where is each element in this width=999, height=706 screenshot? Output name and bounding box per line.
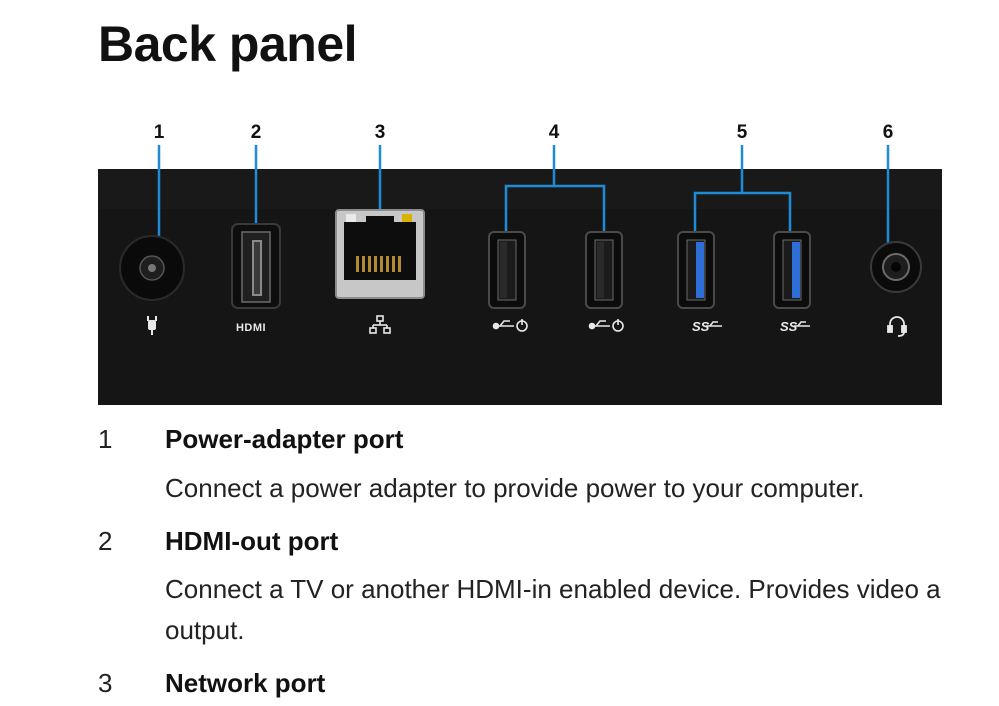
item-heading-hdmi-out-port: HDMI-out port — [165, 526, 339, 556]
callout-line-4b — [554, 184, 606, 232]
usb-symbol-icon — [794, 321, 810, 327]
headset-port — [870, 241, 922, 293]
usb-superspeed-icon: SS — [692, 319, 710, 334]
callout-number-4: 4 — [549, 122, 560, 143]
usb-symbol-icon — [706, 321, 722, 327]
callout-number-1: 1 — [154, 122, 165, 143]
usb-powershare-icon — [588, 319, 624, 332]
usb-port-4b — [585, 231, 623, 309]
item-number-3: 3 — [98, 668, 113, 698]
callout-line-5b — [742, 191, 792, 232]
item-number-2: 2 — [98, 526, 113, 556]
back-panel-figure: 1 2 3 4 5 6 HDMI — [98, 122, 942, 405]
callout-line-5 — [693, 145, 744, 232]
callout-number-3: 3 — [375, 122, 386, 143]
usb-powershare-icon — [492, 319, 528, 332]
callout-number-6: 6 — [883, 122, 894, 143]
usb-superspeed-icon: SS — [780, 319, 798, 334]
headset-icon — [887, 316, 907, 337]
network-port — [335, 209, 425, 299]
power-plug-icon — [147, 316, 157, 335]
callout-number-2: 2 — [251, 122, 262, 143]
item-heading-network-port: Network port — [165, 668, 326, 698]
item-description-hdmi-out-port-line-1: Connect a TV or another HDMI-in enabled … — [165, 574, 941, 604]
usb3-port-5a — [677, 231, 715, 309]
hdmi-port — [231, 223, 281, 309]
callout-number-5: 5 — [737, 122, 748, 143]
page-title: Back panel — [98, 16, 358, 72]
panel-shading — [98, 169, 942, 209]
network-icon — [369, 315, 391, 334]
usb3-port-5b — [773, 231, 811, 309]
item-description-power-adapter-port: Connect a power adapter to provide power… — [165, 473, 865, 503]
item-description-hdmi-out-port-line-2: output. — [165, 615, 245, 645]
item-heading-power-adapter-port: Power-adapter port — [165, 424, 404, 454]
power-adapter-port — [119, 235, 185, 301]
item-number-1: 1 — [98, 424, 113, 454]
callout-line-4 — [504, 145, 556, 232]
usb-port-4a — [488, 231, 526, 309]
hdmi-logo-icon: HDMI — [236, 322, 266, 334]
